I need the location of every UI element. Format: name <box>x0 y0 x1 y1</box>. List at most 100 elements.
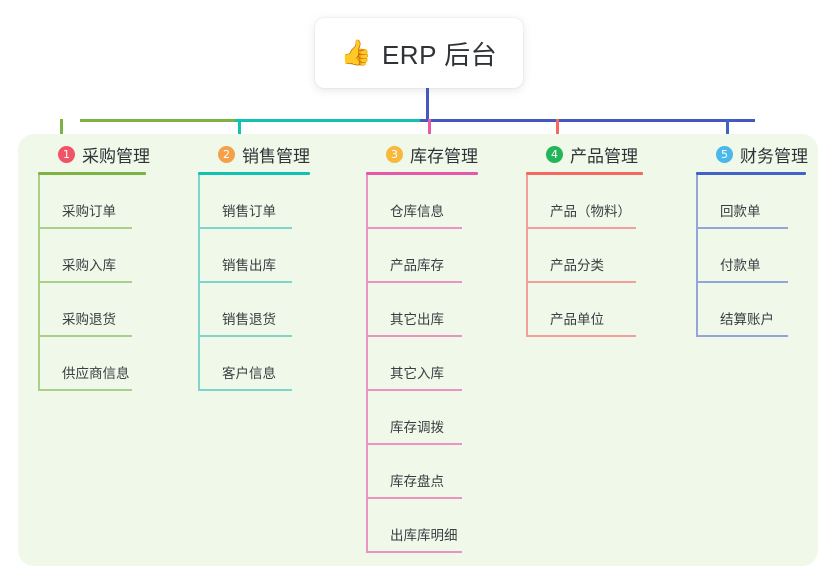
branch-item-label: 出库库明细 <box>390 528 458 543</box>
branch-item[interactable]: 客户信息 <box>200 337 310 391</box>
branch-title: 财务管理 <box>740 146 808 166</box>
branch-item-underline <box>698 281 788 283</box>
branch-item[interactable]: 采购退货 <box>40 283 150 337</box>
branch-item[interactable]: 其它出库 <box>368 283 478 337</box>
branch-column-2: 2 销售管理销售订单销售出库销售退货客户信息 <box>198 140 310 391</box>
branch-item-label: 回款单 <box>720 204 761 219</box>
branch-item-underline <box>40 281 132 283</box>
root-connector-stem <box>426 88 429 122</box>
branch-item-label: 产品库存 <box>390 258 444 273</box>
branch-underline <box>38 172 146 175</box>
branch-trunk-line <box>696 175 698 337</box>
branch-column-4: 4 产品管理产品（物料） 产品分类产品单位 <box>526 140 643 337</box>
branch-item-label: 其它入库 <box>390 366 444 381</box>
branch-header-2[interactable]: 2 销售管理 <box>198 140 310 168</box>
branch-item-label: 库存盘点 <box>390 474 444 489</box>
branch-item-underline <box>200 389 292 391</box>
branch-items-list: 回款单付款单结算账户 <box>696 175 808 337</box>
branch-items-list: 产品（物料） 产品分类产品单位 <box>526 175 643 337</box>
branch-connector-5 <box>726 119 729 147</box>
branch-underline <box>366 172 478 175</box>
branch-items-list: 销售订单销售出库销售退货客户信息 <box>198 175 310 391</box>
branch-item[interactable]: 付款单 <box>698 229 808 283</box>
branch-item[interactable]: 仓库信息 <box>368 175 478 229</box>
branch-item[interactable]: 采购订单 <box>40 175 150 229</box>
branch-item-label: 采购退货 <box>62 312 116 327</box>
branch-trunk-line <box>38 175 40 391</box>
branch-item[interactable]: 库存盘点 <box>368 445 478 499</box>
branch-item-underline <box>698 335 788 337</box>
branch-number-badge: 1 <box>58 145 75 163</box>
branch-item-underline <box>368 227 462 229</box>
branch-item-label: 采购订单 <box>62 204 116 219</box>
connector-bar-segment-3 <box>420 119 755 122</box>
branch-item-underline <box>368 335 462 337</box>
branch-item-label: 结算账户 <box>720 312 774 327</box>
branch-header-5[interactable]: 5 财务管理 <box>696 140 808 168</box>
root-node-content: 👍 ERP 后台 <box>341 35 497 72</box>
branch-item[interactable]: 销售订单 <box>200 175 310 229</box>
branch-item-underline <box>698 227 788 229</box>
branch-item-underline <box>368 281 462 283</box>
branch-connector-4 <box>556 119 559 147</box>
branch-item[interactable]: 库存调拨 <box>368 391 478 445</box>
branch-item[interactable]: 产品（物料） <box>528 175 643 229</box>
branch-header-1[interactable]: 1 采购管理 <box>38 140 150 168</box>
branch-column-1: 1 采购管理采购订单采购入库采购退货供应商信息 <box>38 140 150 391</box>
branch-item[interactable]: 出库库明细 <box>368 499 478 553</box>
branch-items-list: 仓库信息产品库存其它出库其它入库库存调拨库存盘点出库库明细 <box>366 175 478 553</box>
branch-item-label: 仓库信息 <box>390 204 444 219</box>
branch-header-4[interactable]: 4 产品管理 <box>526 140 643 168</box>
branch-item[interactable]: 回款单 <box>698 175 808 229</box>
branch-item-label: 产品单位 <box>550 312 604 327</box>
branch-item[interactable]: 销售退货 <box>200 283 310 337</box>
branch-item-label: 采购入库 <box>62 258 116 273</box>
branch-title: 销售管理 <box>242 146 310 166</box>
branch-item-underline <box>368 389 462 391</box>
branch-item-underline <box>368 551 462 553</box>
branch-number-badge: 5 <box>716 145 733 163</box>
branch-title: 产品管理 <box>570 146 638 166</box>
branch-item[interactable]: 其它入库 <box>368 337 478 391</box>
diagram-panel <box>18 134 818 566</box>
branch-item-label: 客户信息 <box>222 366 276 381</box>
branch-item-underline <box>368 443 462 445</box>
branch-title: 采购管理 <box>82 146 150 166</box>
branch-item-label: 销售订单 <box>222 204 276 219</box>
branch-item[interactable]: 采购入库 <box>40 229 150 283</box>
branch-item[interactable]: 产品库存 <box>368 229 478 283</box>
branch-item-underline <box>40 227 132 229</box>
branch-trunk-line <box>366 175 368 553</box>
branch-item[interactable]: 供应商信息 <box>40 337 150 391</box>
branch-title: 库存管理 <box>410 146 478 166</box>
branch-connector-1 <box>60 119 63 147</box>
branch-item[interactable]: 产品单位 <box>528 283 643 337</box>
branch-number-badge: 4 <box>546 145 563 163</box>
branch-underline <box>526 172 643 175</box>
branch-item-underline <box>200 227 292 229</box>
branch-item-label: 产品分类 <box>550 258 604 273</box>
branch-item-underline <box>200 281 292 283</box>
branch-item-underline <box>368 497 462 499</box>
connector-bar-segment-2 <box>235 119 420 122</box>
branch-trunk-line <box>198 175 200 391</box>
branch-item-label: 产品（物料） <box>550 204 631 219</box>
branch-item-label: 销售退货 <box>222 312 276 327</box>
branch-item-underline <box>528 281 636 283</box>
branch-underline <box>696 172 806 175</box>
branch-item-underline <box>528 227 636 229</box>
branch-header-3[interactable]: 3 库存管理 <box>366 140 478 168</box>
branch-item[interactable]: 销售出库 <box>200 229 310 283</box>
page-title: ERP 后台 <box>381 39 498 70</box>
branch-number-badge: 3 <box>386 145 403 163</box>
branch-item[interactable]: 产品分类 <box>528 229 643 283</box>
branch-item[interactable]: 结算账户 <box>698 283 808 337</box>
branch-item-label: 其它出库 <box>390 312 444 327</box>
branch-connector-2 <box>238 119 241 147</box>
branch-column-3: 3 库存管理仓库信息产品库存其它出库其它入库库存调拨库存盘点出库库明细 <box>366 140 478 553</box>
branch-items-list: 采购订单采购入库采购退货供应商信息 <box>38 175 150 391</box>
branch-trunk-line <box>526 175 528 337</box>
branch-number-badge: 2 <box>218 145 235 163</box>
root-node-card[interactable]: 👍 ERP 后台 <box>315 18 523 88</box>
